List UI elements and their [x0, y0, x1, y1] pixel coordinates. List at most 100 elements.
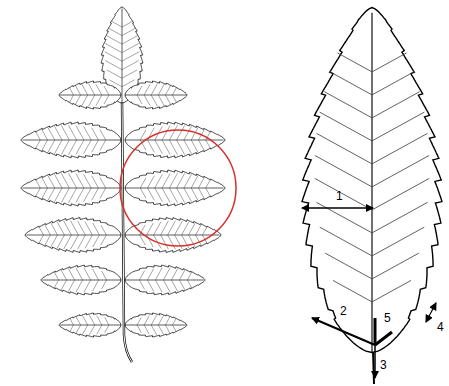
- lateral-vein: [175, 235, 183, 249]
- lateral-vein: [100, 188, 106, 198]
- lateral-vein: [372, 92, 420, 118]
- lateral-vein: [85, 235, 92, 248]
- lateral-vein: [191, 188, 198, 201]
- lateral-vein: [189, 223, 196, 235]
- midrib: [125, 188, 224, 189]
- midrib: [125, 235, 220, 236]
- lateral-vein: [61, 140, 69, 155]
- lateral-vein: [51, 223, 58, 235]
- lateral-vein: [151, 315, 156, 325]
- lateral-vein: [57, 235, 64, 248]
- lateral-vein: [35, 140, 40, 149]
- lateral-vein: [144, 84, 150, 95]
- lateral-vein: [69, 173, 77, 188]
- highlight-circle: [120, 130, 236, 246]
- lateral-vein: [330, 72, 372, 95]
- callout-number: 5: [384, 311, 391, 325]
- lateral-vein: [163, 268, 170, 280]
- lateral-vein: [48, 140, 55, 153]
- lateral-vein: [144, 95, 150, 106]
- lateral-vein: [104, 86, 109, 95]
- lateral-vein: [151, 325, 156, 335]
- petiolule: [373, 350, 374, 384]
- lateral-vein: [122, 52, 139, 61]
- lateral-vein: [187, 280, 192, 288]
- leaflet-outline: [59, 313, 121, 337]
- lateral-vein: [320, 227, 372, 256]
- lateral-vein: [35, 188, 40, 197]
- lateral-vein: [75, 85, 80, 95]
- lateral-vein: [155, 140, 163, 154]
- lateral-vein: [106, 35, 122, 44]
- lateral-vein: [198, 177, 204, 188]
- angle-mark: [375, 332, 392, 345]
- lateral-vein: [315, 178, 372, 209]
- lateral-vein: [372, 253, 419, 279]
- lateral-vein: [69, 87, 73, 95]
- lateral-vein: [41, 129, 47, 140]
- lateral-vein: [97, 316, 102, 325]
- lateral-vein: [101, 235, 106, 245]
- lateral-vein: [107, 70, 122, 78]
- lateral-vein: [92, 128, 99, 140]
- lateral-vein: [102, 271, 107, 280]
- lateral-vein: [316, 202, 372, 233]
- lateral-vein: [41, 140, 47, 151]
- lateral-vein: [75, 95, 80, 105]
- lateral-vein: [162, 188, 170, 203]
- leaflet-outline: [59, 81, 121, 109]
- lateral-vein: [54, 272, 59, 280]
- lateral-vein: [140, 178, 146, 188]
- lateral-vein: [100, 178, 106, 188]
- lateral-vein: [140, 130, 146, 140]
- lateral-vein: [122, 80, 135, 87]
- lateral-vein: [102, 280, 107, 289]
- lateral-vein: [70, 318, 74, 325]
- lateral-vein: [155, 280, 162, 292]
- lateral-vein: [137, 95, 142, 104]
- lateral-vein: [198, 140, 204, 151]
- leaflet-outline: [302, 8, 442, 353]
- lateral-vein: [187, 272, 192, 280]
- lateral-vein: [76, 280, 83, 292]
- midrib: [60, 95, 121, 96]
- lateral-vein: [137, 325, 141, 333]
- leaflet-outline: [125, 170, 225, 206]
- lateral-vein: [372, 280, 411, 301]
- lateral-vein: [76, 125, 84, 140]
- lateral-vein: [372, 202, 428, 233]
- lateral-vein: [324, 92, 372, 118]
- lateral-vein: [92, 269, 98, 280]
- lateral-vein: [144, 325, 149, 334]
- lateral-vein: [122, 21, 133, 27]
- leaflet-outline: [125, 265, 205, 295]
- lateral-vein: [61, 125, 69, 140]
- callout-number: 3: [380, 358, 387, 372]
- lateral-vein: [151, 95, 157, 106]
- lateral-vein: [76, 188, 84, 203]
- lateral-vein: [172, 318, 176, 325]
- lateral-vein: [171, 280, 177, 292]
- lateral-vein: [155, 268, 162, 280]
- lateral-vein: [108, 28, 122, 36]
- lateral-vein: [48, 188, 55, 201]
- lateral-vein: [165, 316, 170, 325]
- leaflet-outline: [21, 122, 121, 158]
- lateral-vein: [85, 222, 92, 235]
- lateral-vein: [158, 84, 164, 95]
- lateral-vein: [372, 178, 429, 209]
- tooth-arrow: [426, 303, 436, 322]
- lateral-vein: [182, 222, 189, 235]
- lateral-vein: [202, 226, 207, 235]
- lateral-vein: [317, 133, 372, 164]
- lateral-vein: [177, 140, 185, 155]
- lateral-vein: [179, 280, 185, 290]
- lateral-vein: [35, 179, 40, 188]
- leaflet-outline: [25, 218, 121, 253]
- lateral-vein: [165, 95, 170, 105]
- lateral-vein: [39, 235, 44, 244]
- lateral-vein: [88, 84, 94, 95]
- callout-number: 1: [336, 189, 343, 203]
- lateral-vein: [148, 188, 155, 200]
